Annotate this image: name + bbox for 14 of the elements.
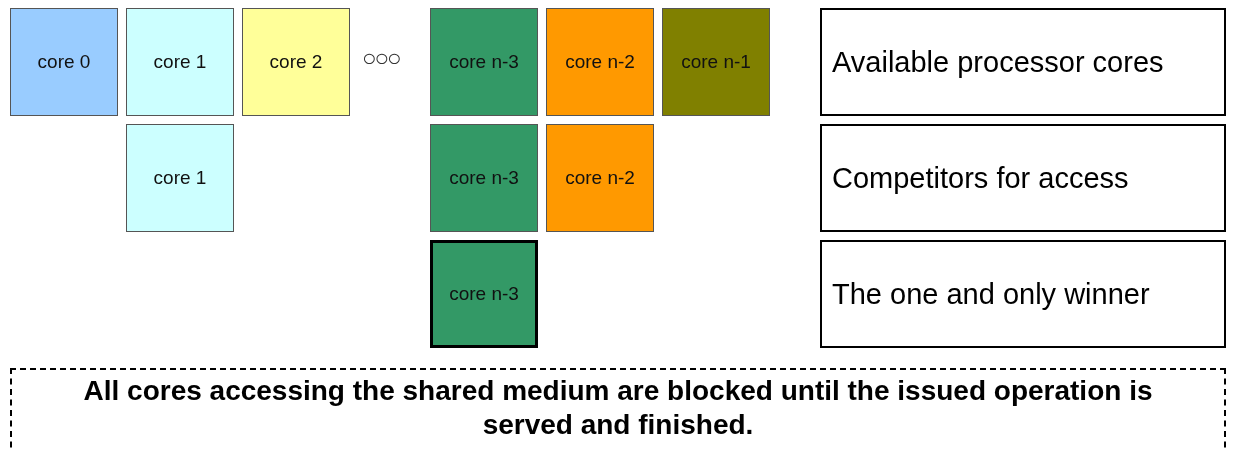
- core-box: core n-1: [662, 8, 770, 116]
- label-box: The one and only winner: [820, 240, 1226, 348]
- core-box: core 2: [242, 8, 350, 116]
- core-box: core 1: [126, 124, 234, 232]
- core-box: core 0: [10, 8, 118, 116]
- core-box: core n-3: [430, 8, 538, 116]
- core-box: core n-2: [546, 124, 654, 232]
- label-box: Competitors for access: [820, 124, 1226, 232]
- core-box: core n-3: [430, 124, 538, 232]
- core-box: core n-3: [430, 240, 538, 348]
- core-box: core n-2: [546, 8, 654, 116]
- ellipsis-label: ○○○: [362, 44, 400, 72]
- label-box: Available processor cores: [820, 8, 1226, 116]
- core-box: core 1: [126, 8, 234, 116]
